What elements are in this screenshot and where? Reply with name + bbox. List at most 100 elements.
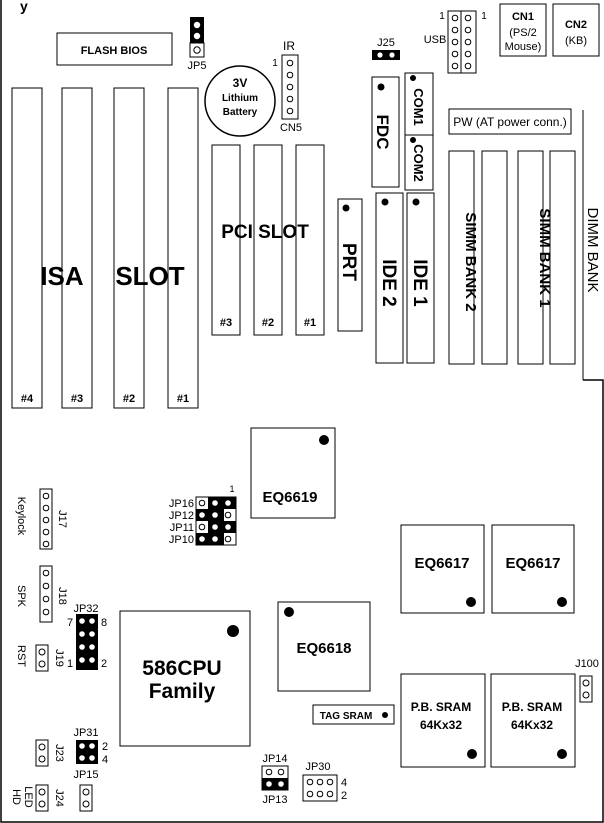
flash-bios-chip: [56, 32, 173, 66]
jumper-block-pin: [212, 524, 218, 530]
com1-connector: [404, 72, 434, 136]
ide2-connector: [375, 192, 404, 364]
pci-slot-3: [211, 144, 241, 336]
cn1-line1: (PS/2: [509, 27, 537, 39]
j23-label: J23: [53, 744, 65, 762]
usb-pin: [451, 38, 459, 46]
jp13-pin: [266, 781, 272, 787]
j24-label: J24: [53, 789, 65, 807]
ir-pin: [286, 95, 294, 103]
jp31-label: JP31: [73, 727, 98, 739]
pci-slot-title: PCI SLOT: [221, 222, 309, 243]
usb-label: USB: [424, 34, 447, 46]
j25-pin: [377, 52, 383, 58]
isa-slot-4: [11, 87, 43, 409]
j19-label: J19: [53, 649, 65, 667]
jumper-block-pin: [212, 512, 218, 518]
jp14-pin: [265, 768, 273, 776]
jp11-jumper-cap: [208, 521, 236, 533]
jp14-pin: [277, 768, 285, 776]
jp15-pin: [82, 788, 90, 796]
eq6618-chip: [277, 601, 371, 692]
j17-pin: [42, 540, 50, 548]
usb-pin: [451, 26, 459, 34]
jumper-block-pin: [225, 500, 231, 506]
jp31-pin: [89, 743, 95, 749]
jp13-jumper-cap: [262, 778, 288, 790]
j18-pin: [42, 569, 50, 577]
eq6617-left-label: EQ6617: [414, 555, 469, 572]
cn1-ps2-mouse-connector: [499, 3, 547, 57]
eq6617-left-pin-one: [466, 597, 476, 607]
com2-label: COM2: [411, 144, 426, 182]
jp30-pin: [306, 778, 314, 786]
j23-pin: [38, 755, 46, 763]
j17-pin: [42, 528, 50, 536]
jumper-block-pin: [212, 500, 218, 506]
lithium-battery: [204, 65, 276, 137]
j17-pin: [42, 516, 50, 524]
jp12-jumper-cap: [196, 509, 224, 521]
ir-pin: [286, 59, 294, 67]
pci-slot-2-number: #2: [262, 317, 274, 329]
pb-sram-left-line1: P.B. SRAM: [411, 700, 471, 714]
ir-pin: [286, 83, 294, 91]
jp30-pin: [316, 778, 324, 786]
j17-label: J17: [56, 510, 68, 528]
simm-bank-2-socket-a: [448, 150, 475, 365]
jp30-pin-2: 2: [341, 790, 347, 802]
pb-sram-right-line1: P.B. SRAM: [502, 700, 562, 714]
j17-pin: [42, 504, 50, 512]
isa-slot-4-number: #4: [21, 393, 34, 405]
isa-slot-title-b: SLOT: [115, 261, 184, 291]
jp32-pin-7: 7: [67, 617, 73, 629]
jumper-block-pin: [199, 512, 205, 518]
cn1-line2: Mouse): [505, 41, 542, 53]
isa-slot-2-number: #2: [123, 393, 135, 405]
jp13-label: JP13: [262, 794, 287, 806]
jumper-block-pin-one: 1: [229, 484, 234, 494]
fdc-connector: [371, 76, 400, 188]
cn1-label: CN1: [512, 11, 534, 23]
jp30-label: JP30: [305, 761, 330, 773]
jp31-pin: [89, 755, 95, 761]
usb-pin: [464, 26, 472, 34]
j25-pin: [389, 52, 395, 58]
prt-pin-one: [342, 204, 350, 212]
cpu-line2: Family: [149, 680, 216, 703]
com2-pin-one: [410, 137, 416, 143]
cn2-label: CN2: [565, 19, 587, 31]
isa-slot-title-a: ISA: [40, 261, 84, 291]
j100-pin: [582, 679, 590, 687]
fdc-label: FDC: [373, 115, 392, 150]
j19-pin: [38, 660, 46, 668]
usb-pin-one-left: 1: [439, 11, 445, 22]
j18-header: [39, 565, 53, 623]
eq6618-label: EQ6618: [296, 640, 351, 657]
battery-line1: 3V: [233, 76, 248, 90]
usb-pin: [451, 14, 459, 22]
cn5-label: CN5: [280, 122, 302, 134]
ir-pin: [286, 71, 294, 79]
usb-pin: [464, 38, 472, 46]
pci-slot-1-number: #1: [304, 317, 316, 329]
simm-bank-1-socket-a: [517, 150, 544, 365]
jp32-pin-2: 2: [101, 658, 107, 670]
spk-label: SPK: [15, 585, 27, 608]
tag-sram-label: TAG SRAM: [320, 711, 373, 722]
j19-pin: [38, 648, 46, 656]
j24-pin: [38, 800, 46, 808]
j18-pin: [42, 595, 50, 603]
jp31-pin-2: 2: [102, 741, 108, 753]
j18-label: J18: [56, 587, 68, 605]
jp10-label: JP10: [169, 534, 194, 546]
isa-slot-1-number: #1: [177, 393, 189, 405]
usb-pin: [464, 50, 472, 58]
ide1-connector: [406, 192, 435, 364]
j25-label: J25: [377, 37, 395, 49]
flash-bios-label: FLASH BIOS: [81, 45, 148, 57]
eq6617-right-pin-one: [557, 597, 567, 607]
jumper-block-pin: [212, 536, 218, 542]
